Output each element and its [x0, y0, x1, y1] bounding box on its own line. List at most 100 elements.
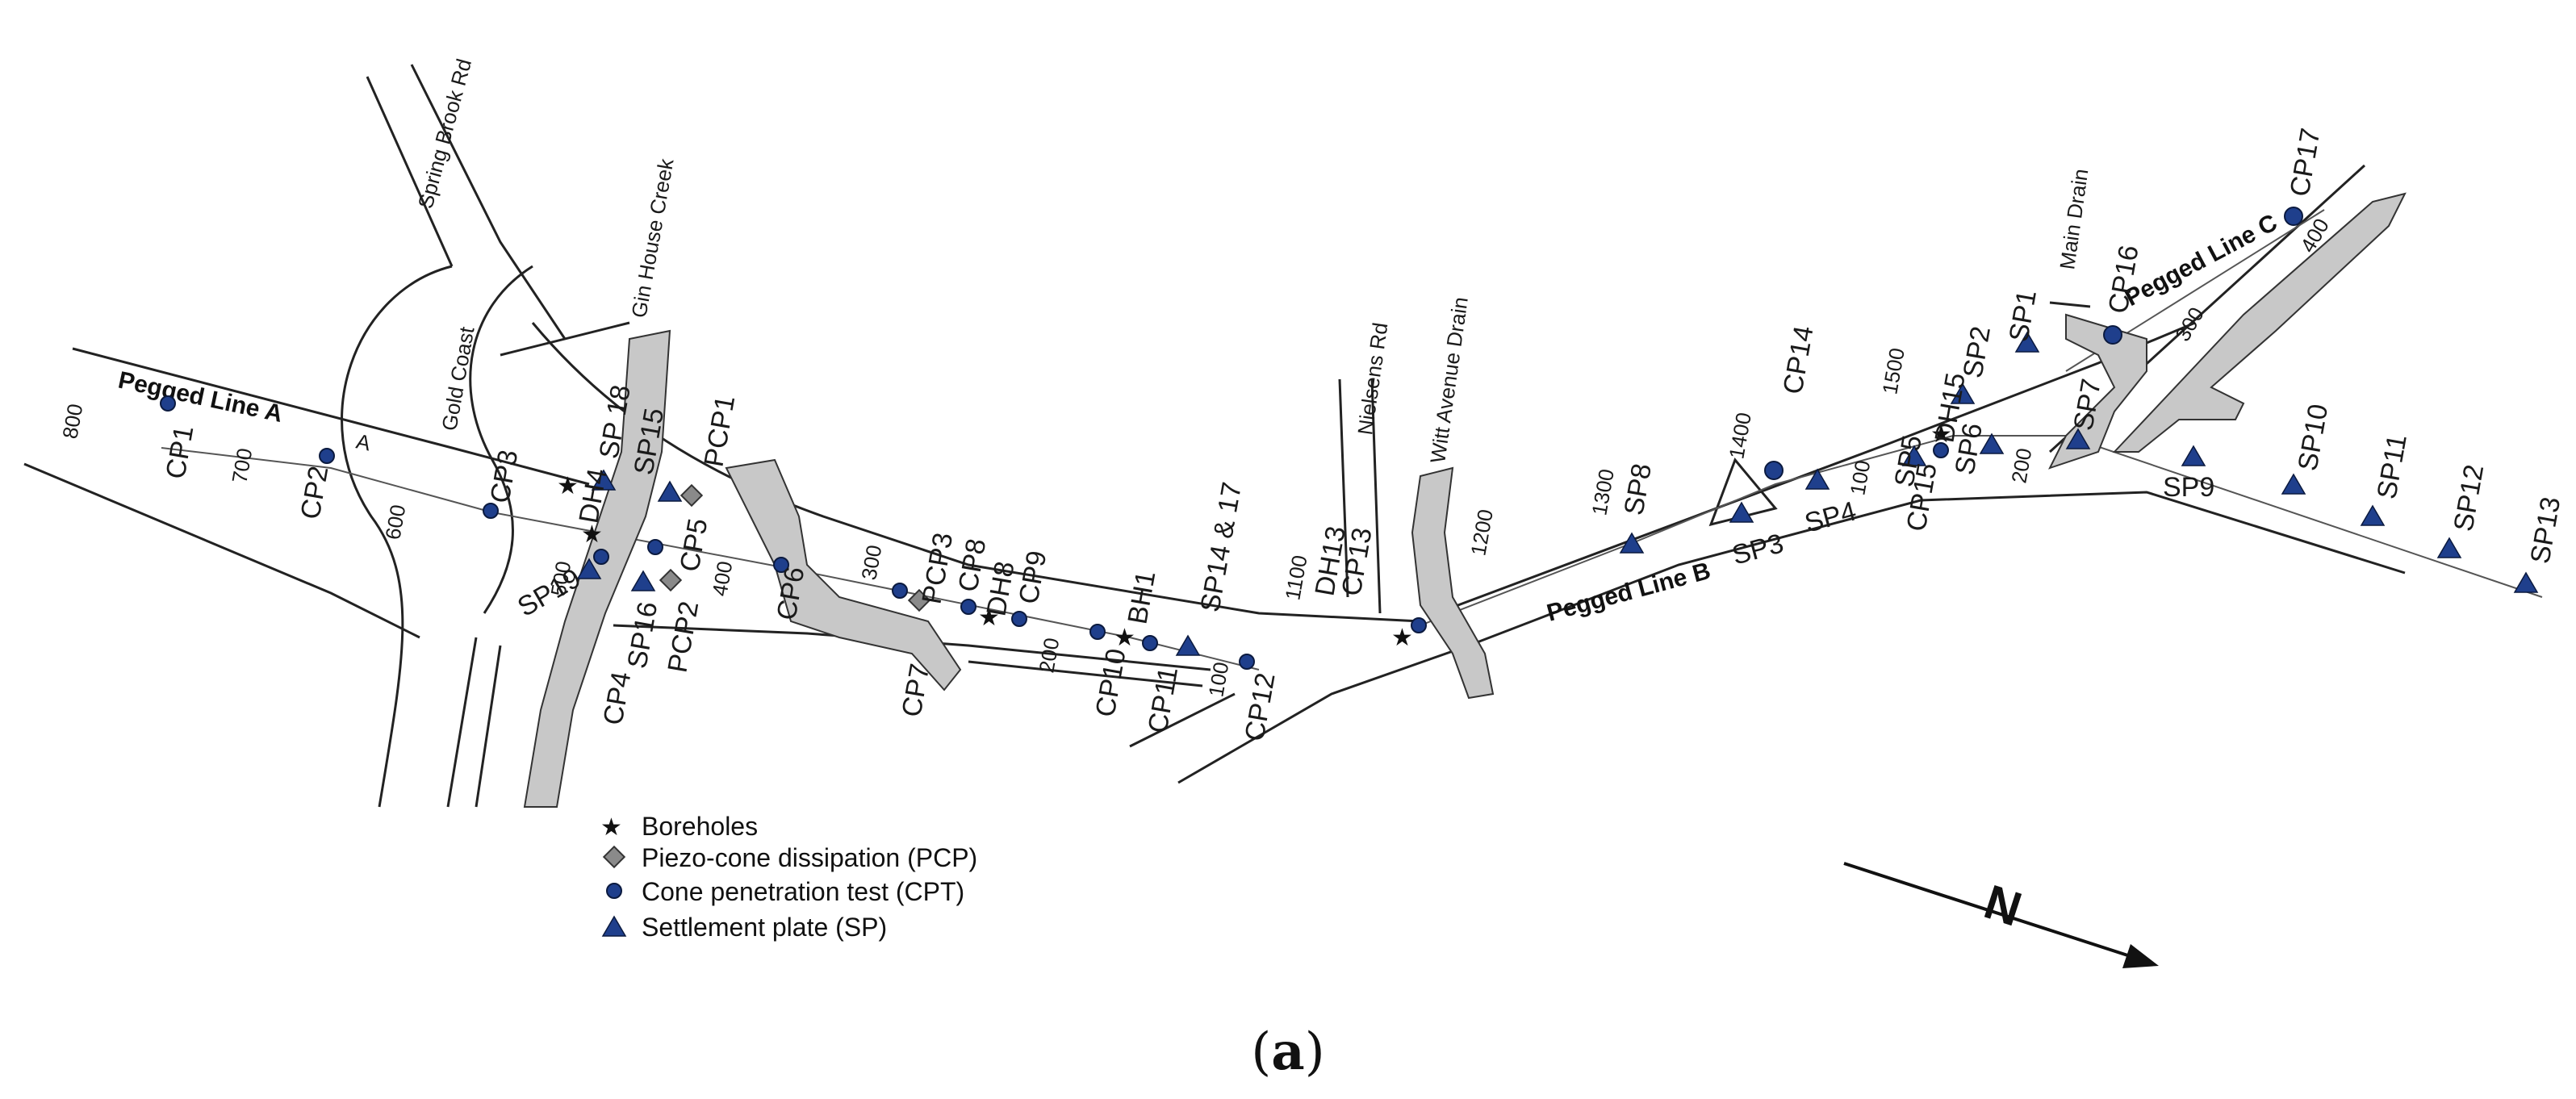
north-arrowhead [2122, 944, 2159, 968]
pcp2-marker [659, 568, 683, 592]
pcp1-marker [680, 483, 704, 508]
main-drain [2048, 313, 2147, 470]
cp1-marker [160, 395, 176, 412]
dh15-marker: ★ [1930, 420, 1952, 449]
settlement-plates [576, 331, 2539, 656]
sp13-label: SP13 [2524, 495, 2566, 566]
north-arrow: N [1843, 862, 2159, 968]
chainage-300: 300 [856, 543, 886, 582]
cp7-label: CP7 [896, 662, 935, 720]
north-label: N [1978, 875, 2028, 937]
gin-house-creek [523, 329, 671, 808]
caption-close: ) [1305, 1022, 1325, 1082]
pcp3-label: PCP3 [916, 530, 959, 606]
sp1-marker [2014, 331, 2040, 353]
sp15-marker [657, 480, 683, 502]
cp5-marker [647, 539, 663, 555]
pcp1-label: PCP1 [698, 393, 741, 469]
spring-brook-label: Spring Brook Rd [413, 56, 476, 211]
chainage-200: 200 [1034, 636, 1064, 675]
sp14-17-label: SP14 & 17 [1194, 480, 1248, 615]
cpt-points [160, 207, 2303, 670]
witt-avenue-drain [1411, 466, 1495, 700]
waterways [523, 192, 2407, 808]
dh4b-marker: ★ [581, 520, 603, 549]
chainage-1500: 1500 [1877, 346, 1909, 396]
cp2-label: CP2 [295, 464, 334, 522]
cp9-marker [1011, 611, 1027, 627]
cp17-marker [2284, 207, 2303, 226]
chainage-c300: 300 [2170, 303, 2209, 345]
legend-boreholes: Boreholes [642, 812, 758, 841]
sp12-label: SP12 [2448, 462, 2490, 534]
cp3-marker [483, 503, 499, 519]
dh4-marker: ★ [557, 472, 579, 500]
figure-caption: (a) [1251, 1022, 1324, 1082]
cp4-label: CP4 [597, 670, 637, 728]
cp6-marker [773, 557, 789, 573]
legend-sp-symbol [601, 915, 627, 937]
sp10-marker [2281, 473, 2306, 495]
pegged-line-a-label: Pegged Line A [116, 367, 286, 428]
cp11-label: CP11 [1142, 665, 1184, 736]
chainage-1100: 1100 [1280, 554, 1311, 602]
sp3-marker [1729, 501, 1754, 523]
chainage-1400: 1400 [1724, 411, 1756, 461]
road-network [23, 64, 2406, 808]
sp9-marker [2181, 445, 2206, 466]
witt-label: Witt Avenue Drain [1425, 295, 1473, 465]
road-labels: Spring Brook Rd Gin House Creek Gold Coa… [116, 56, 2282, 627]
north-drain [2112, 192, 2407, 453]
sp11-marker [2360, 504, 2386, 526]
sp19-marker [576, 558, 602, 579]
cp2-marker [319, 448, 335, 464]
gold-coast-label: Gold Coast [437, 324, 479, 432]
chainage-100: 100 [1203, 660, 1233, 699]
caption-letter: a [1271, 1022, 1304, 1082]
chainage-c100: 100 [1845, 458, 1875, 497]
sp11-label: SP11 [2371, 432, 2412, 501]
chainage-500: 500 [546, 559, 575, 598]
sp12-marker [2436, 537, 2462, 558]
sp8-marker [1619, 532, 1645, 554]
sp13-marker [2513, 571, 2539, 593]
cp5-label: CP5 [674, 516, 713, 575]
sp2-marker [1950, 382, 1976, 404]
cp14-marker [1764, 461, 1784, 480]
chainage-c200: 200 [2006, 446, 2036, 485]
bh1-label: BH1 [1122, 569, 1161, 627]
sp3-label: SP3 [1729, 528, 1787, 570]
sp16-marker [630, 570, 656, 591]
sp14-marker [1175, 634, 1201, 656]
chainage-700: 700 [227, 446, 257, 485]
cp17-label: CP17 [2284, 126, 2326, 198]
nielsens-label: Nielsens Rd [1353, 321, 1392, 437]
boreholes: ★ ★ ★ ★ ★ ★ [557, 420, 1952, 652]
chainage-1200: 1200 [1466, 508, 1498, 558]
legend: ★ Boreholes Piezo-cone dissipation (PCP)… [600, 812, 977, 942]
main-drain-label: Main Drain [2055, 167, 2093, 271]
piezo-cone-points [659, 483, 931, 612]
legend-pcp: Piezo-cone dissipation (PCP) [642, 843, 977, 872]
sp1-label: SP1 [2003, 288, 2043, 345]
cp10-marker [1089, 624, 1106, 640]
sp9-label: SP9 [2163, 472, 2214, 503]
caption-open: ( [1251, 1022, 1271, 1082]
a-mark: A [354, 429, 374, 456]
chainage-1300: 1300 [1587, 467, 1619, 517]
sp2-label: SP2 [1957, 324, 1997, 381]
sp5-marker [1901, 445, 1927, 466]
pegged-line-c-label: Pegged Line C [2121, 209, 2281, 311]
sp6-marker [1979, 432, 2005, 454]
cp4-marker [593, 549, 609, 565]
cp15-marker [1933, 442, 1949, 458]
chainage-800: 800 [57, 402, 87, 441]
sp7-marker [2065, 428, 2091, 449]
legend-pcp-symbol [602, 845, 626, 869]
dh8-marker: ★ [978, 604, 1000, 632]
sp8-label: SP8 [1618, 462, 1658, 518]
legend-cpt: Cone penetration test (CPT) [642, 877, 964, 906]
drain-cp6 [725, 458, 962, 692]
cp1-label: CP1 [160, 424, 199, 482]
cp16-marker [2103, 325, 2122, 345]
